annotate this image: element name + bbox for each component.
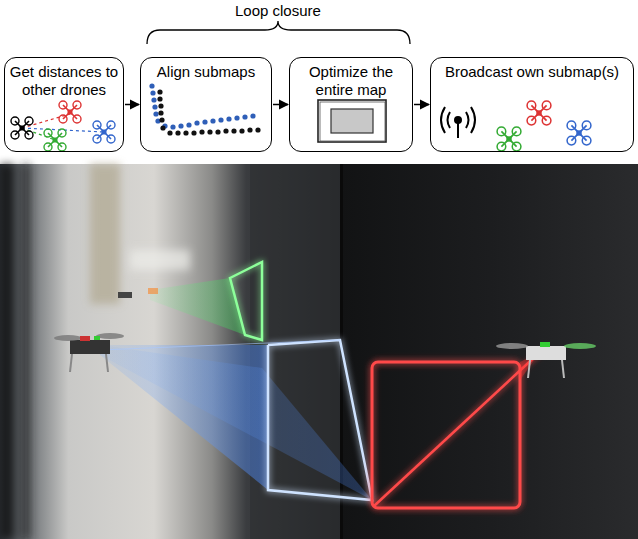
box-text: Get distances to other drones <box>5 58 123 99</box>
group-label: Loop closure <box>235 2 321 19</box>
flow-arrow <box>414 104 429 106</box>
box-text: Broadcast own submap(s) <box>431 58 633 81</box>
box-text: Align submaps <box>141 58 271 81</box>
flow-arrow <box>273 104 288 106</box>
box-text: Optimize the entire map <box>290 58 412 99</box>
process-box: Get distances to other drones <box>4 57 124 152</box>
process-box: Align submaps <box>140 57 272 152</box>
process-box: Optimize the entire map <box>289 57 413 152</box>
process-box: Broadcast own submap(s) <box>430 57 634 152</box>
flow-arrow <box>125 104 139 106</box>
